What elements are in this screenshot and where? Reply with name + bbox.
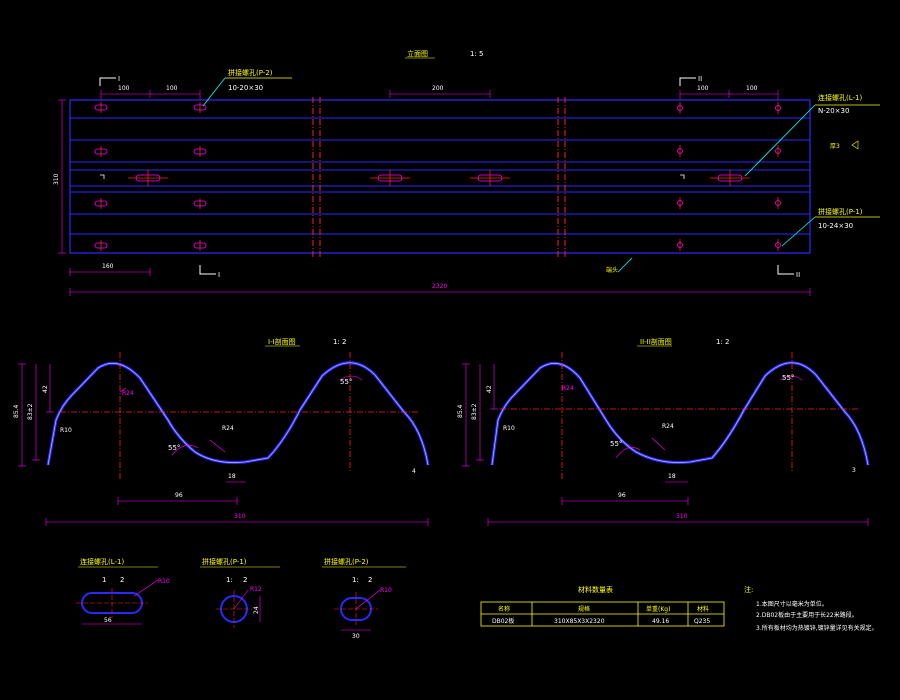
callout-p1-title: 拼接螺孔(P-1) bbox=[818, 207, 863, 216]
detail-l1-radius: R10 bbox=[158, 578, 170, 585]
note-2: 2.DB02板由于主要用于长22米路段。 bbox=[756, 611, 858, 619]
section-mark-2-top: II bbox=[698, 75, 702, 83]
detail-l1-scale-a: 1 bbox=[102, 576, 106, 584]
rail-outline bbox=[69, 99, 811, 254]
callout-p2-title: 拼接螺孔(P-2) bbox=[228, 68, 273, 77]
section-mark-1-bottom: I bbox=[218, 271, 220, 279]
table-header-name: 名称 bbox=[498, 605, 510, 613]
front-view-scale: 1: 5 bbox=[470, 50, 484, 58]
section-2-dim-18: 18 bbox=[668, 473, 676, 480]
section-1-scale: 1: 2 bbox=[333, 338, 347, 346]
dim-height: 310 bbox=[53, 173, 60, 185]
section-2-scale: 1: 2 bbox=[716, 338, 730, 346]
callout-edge: 端头 bbox=[606, 266, 618, 274]
section-1-dim-18: 18 bbox=[228, 473, 236, 480]
section-2-dim-end: 3 bbox=[852, 467, 856, 474]
dim-total-length: 2320 bbox=[432, 283, 447, 290]
section-mark-2-bottom: II bbox=[796, 271, 800, 279]
section-1-height-total: 85.4 bbox=[13, 404, 20, 418]
table-cell-name: DB02板 bbox=[492, 617, 514, 625]
bolt-holes-left bbox=[94, 102, 207, 251]
section-mark-1-top: I bbox=[118, 75, 120, 83]
detail-p1-title: 拼接螺孔(P-1) bbox=[202, 557, 247, 566]
section-1-radius-right: R24 bbox=[222, 425, 234, 432]
section-2-radius-top: R24 bbox=[562, 385, 574, 392]
callout-p2-spec: 10-20×30 bbox=[228, 84, 263, 92]
dim-100-d: 100 bbox=[746, 85, 758, 92]
bolt-holes-right bbox=[677, 102, 781, 251]
section-2-profile bbox=[490, 361, 870, 466]
weld-symbol-icon bbox=[851, 140, 859, 150]
dim-100-a: 100 bbox=[118, 85, 130, 92]
callout-l1-spec: N-20×30 bbox=[818, 107, 849, 115]
detail-p1-scale-b: 2 bbox=[243, 576, 247, 584]
section-2-dim-96: 96 bbox=[618, 492, 626, 499]
table-header-spec: 规格 bbox=[578, 605, 590, 613]
front-view-title: 立面图 bbox=[407, 49, 428, 58]
notes: 注: 1.本图尺寸以毫米为单位。 2.DB02板由于主要用于长22米路段。 3.… bbox=[744, 585, 878, 632]
detail-l1-title: 连接螺孔(L-1) bbox=[80, 557, 124, 566]
section-1-dim-width: 310 bbox=[234, 513, 246, 520]
section-2-height-total: 85.4 bbox=[457, 404, 464, 418]
detail-p1-radius: R12 bbox=[250, 586, 262, 593]
section-2: II-II剖面图 1: 2 85.4 83±2 42 R24 R10 R24 5… bbox=[457, 337, 870, 526]
section-2-radius-right: R24 bbox=[662, 423, 674, 430]
callout-p1-spec: 10-24×30 bbox=[818, 222, 853, 230]
detail-p2-radius: R10 bbox=[380, 587, 392, 594]
table-header-material: 材料 bbox=[697, 605, 709, 613]
section-2-dim-top: 42 bbox=[486, 385, 493, 393]
detail-p2-scale-b: 2 bbox=[368, 576, 372, 584]
section-1-radius-left: R10 bbox=[60, 427, 72, 434]
detail-p2-dim: 30 bbox=[352, 633, 360, 640]
detail-p1-scale-a: 1: bbox=[226, 576, 233, 584]
notes-heading: 注: bbox=[744, 585, 753, 594]
section-1-angle-left: 55° bbox=[168, 444, 180, 452]
dim-100-c: 100 bbox=[697, 85, 709, 92]
table-cell-weight: 49.16 bbox=[652, 618, 669, 625]
detail-p2-title: 拼接螺孔(P-2) bbox=[324, 557, 369, 566]
section-1-height-inner: 83±2 bbox=[27, 403, 34, 420]
section-2-height-inner: 83±2 bbox=[471, 403, 478, 420]
detail-l1: 连接螺孔(L-1) 1 2 R10 56 bbox=[76, 557, 170, 625]
dim-160: 160 bbox=[102, 263, 114, 270]
section-1: I-I剖面图 1: 2 85.4 83±2 42 R24 R10 R24 55°… bbox=[13, 337, 430, 526]
section-2-dim-width: 310 bbox=[676, 513, 688, 520]
bolt-holes-middle bbox=[370, 170, 510, 186]
section-2-title: II-II剖面图 bbox=[640, 337, 672, 346]
dim-100-b: 100 bbox=[166, 85, 178, 92]
section-1-dim-end: 4 bbox=[412, 468, 416, 475]
section-1-title: I-I剖面图 bbox=[268, 337, 296, 346]
section-1-dim-96: 96 bbox=[175, 492, 183, 499]
section-1-angle-right: 55° bbox=[340, 378, 352, 386]
thickness-note: 厚3 bbox=[830, 143, 840, 150]
detail-p1-dim: 24 bbox=[253, 606, 260, 614]
section-2-angle-right: 55° bbox=[782, 374, 794, 382]
section-1-radius-top: R24 bbox=[122, 390, 134, 397]
detail-p2-scale-a: 1: bbox=[352, 576, 359, 584]
detail-l1-scale-b: 2 bbox=[120, 576, 124, 584]
detail-p2: 拼接螺孔(P-2) 1: 2 R10 30 bbox=[322, 557, 406, 640]
section-1-profile bbox=[46, 361, 430, 466]
callout-l1-title: 连接螺孔(L-1) bbox=[818, 93, 862, 102]
table-cell-material: Q235 bbox=[694, 618, 710, 625]
section-2-angle-left: 55° bbox=[610, 440, 622, 448]
note-3: 3.所有板材均为热镀锌,镀锌量详见有关规定。 bbox=[756, 624, 878, 632]
table-header-weight: 单重(Kg) bbox=[646, 605, 670, 613]
material-table-title: 材料数量表 bbox=[578, 585, 613, 594]
front-view: 立面图 1: 5 bbox=[53, 49, 880, 296]
section-2-radius-left: R10 bbox=[503, 425, 515, 432]
table-cell-spec: 310X85X3X2320 bbox=[554, 618, 605, 625]
note-1: 1.本图尺寸以毫米为单位。 bbox=[756, 600, 828, 608]
dim-200: 200 bbox=[432, 85, 444, 92]
detail-l1-dim: 56 bbox=[104, 617, 112, 624]
section-1-dim-top: 42 bbox=[42, 385, 49, 393]
material-table: 材料数量表 名称 规格 单重(Kg) 材料 DB02板 310X85X3X232… bbox=[480, 585, 725, 627]
detail-p1: 拼接螺孔(P-1) 1: 2 R12 24 bbox=[200, 557, 280, 628]
